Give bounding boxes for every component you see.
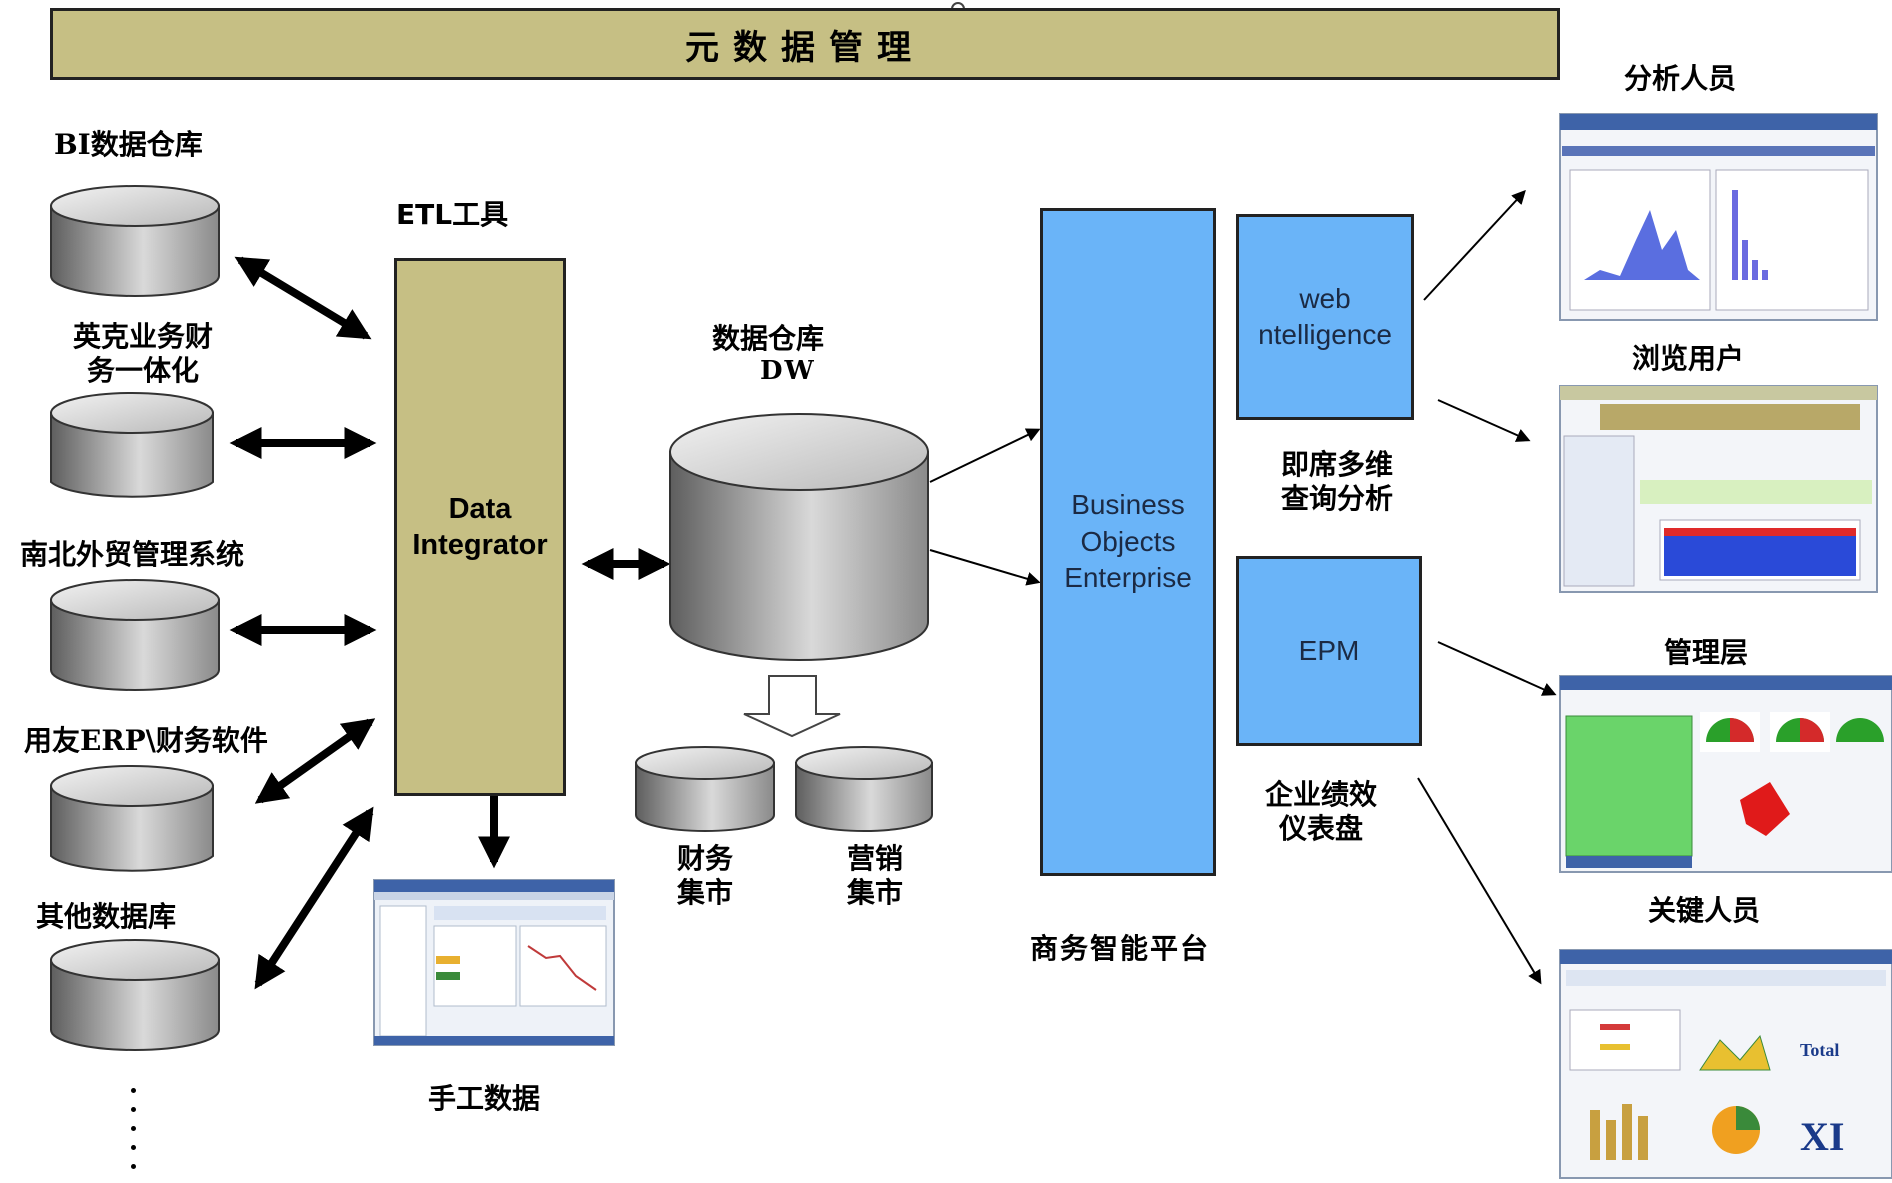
- warehouse-label: 数据仓库: [712, 322, 825, 355]
- double-arrow-icon: [254, 718, 376, 804]
- etl-tool-title: ETL工具: [396, 198, 509, 231]
- key-personnel-screenshot-image: Total XI: [1559, 949, 1892, 1179]
- user-label-key-personnel: 关键人员: [1648, 894, 1761, 927]
- adhoc-query-caption: 即席多维 查询分析: [1280, 448, 1393, 515]
- source-label-nanbei: 南北外贸管理系统: [20, 538, 245, 571]
- more-sources-ellipsis: [131, 1088, 137, 1183]
- svg-text:Total: Total: [1800, 1040, 1839, 1060]
- source-label-bi-warehouse: BI数据仓库: [54, 128, 203, 161]
- warehouse-sublabel: DW: [760, 356, 816, 386]
- mart-cylinder-icon: [795, 746, 933, 832]
- data-warehouse-cylinder-icon: [669, 413, 929, 661]
- arrow-icon: [929, 428, 1041, 483]
- arrow-icon: [1437, 399, 1531, 442]
- arrow-icon: [1423, 189, 1526, 301]
- bi-platform-caption: 商务智能平台: [1030, 932, 1211, 965]
- management-screenshot-image: [1559, 675, 1892, 873]
- double-arrow-icon: [254, 806, 374, 990]
- performance-dashboard-caption: 企业绩效 仪表盘: [1264, 778, 1377, 845]
- mart-cylinder-icon: [635, 746, 775, 832]
- manual-data-label: 手工数据: [428, 1082, 541, 1115]
- arrow-icon: [929, 549, 1041, 586]
- header-title: 元数据管理: [685, 27, 925, 68]
- user-label-browse: 浏览用户: [1632, 342, 1745, 375]
- epm-label: EPM: [1298, 634, 1360, 666]
- svg-text:XI: XI: [1800, 1114, 1844, 1159]
- hollow-down-arrow-icon: [743, 675, 841, 738]
- metadata-management-header: 元数据管理: [50, 8, 1560, 80]
- user-label-management: 管理层: [1664, 636, 1749, 669]
- manual-data-screenshot-image: [373, 879, 615, 1046]
- data-integrator-label: Data Integrator: [412, 492, 548, 561]
- analyst-screenshot-image: [1559, 113, 1878, 321]
- source-label-yingke: 英克业务财 务一体化: [72, 320, 213, 387]
- user-label-analyst: 分析人员: [1624, 62, 1737, 95]
- business-objects-enterprise-box: Business Objects Enterprise: [1040, 208, 1216, 876]
- db-cylinder-icon: [50, 579, 220, 691]
- db-cylinder-icon: [50, 765, 214, 872]
- finance-mart-label: 财务 集市: [676, 842, 733, 909]
- source-label-yonyou: 用友ERP\财务软件: [24, 724, 268, 757]
- epm-box: EPM: [1236, 556, 1422, 746]
- data-integrator-box: Data Integrator: [394, 258, 566, 796]
- source-label-other-db: 其他数据库: [36, 900, 177, 933]
- db-cylinder-icon: [50, 185, 220, 297]
- web-intelligence-label: web ntelligence: [1258, 282, 1392, 350]
- browse-user-screenshot-image: [1559, 385, 1878, 593]
- double-arrow-icon: [234, 256, 372, 340]
- arrow-icon: [1437, 641, 1557, 696]
- web-intelligence-box: web ntelligence: [1236, 214, 1414, 420]
- marketing-mart-label: 营销 集市: [846, 842, 903, 909]
- db-cylinder-icon: [50, 939, 220, 1051]
- boe-label: Business Objects Enterprise: [1064, 489, 1192, 594]
- arrow-icon: [1417, 777, 1542, 985]
- db-cylinder-icon: [50, 392, 214, 498]
